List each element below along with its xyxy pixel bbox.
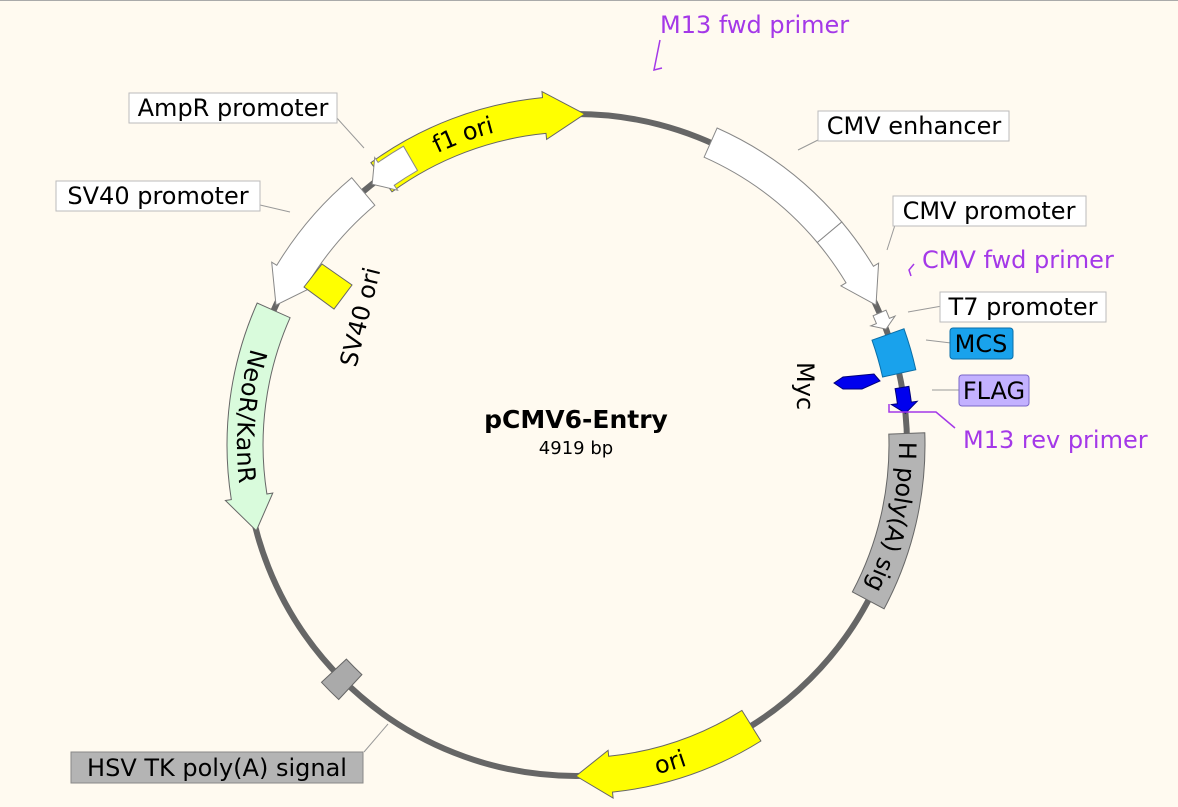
feature-cmv-enhancer[interactable] xyxy=(703,127,843,244)
hsv-tk-polya-box[interactable] xyxy=(70,751,364,784)
callout-ampr-promoter[interactable]: AmpR promoter xyxy=(128,92,365,149)
feature-ori[interactable]: ori xyxy=(575,709,762,800)
neor-kanr-arrow[interactable] xyxy=(224,302,291,532)
feature-flag[interactable] xyxy=(889,385,919,414)
callout-sv40-promoter[interactable]: SV40 promoter xyxy=(55,180,291,213)
feature-ampr-promoter[interactable] xyxy=(371,145,419,191)
m13-fwd-primer-label: M13 fwd primer xyxy=(660,11,849,39)
ampr-promoter-box[interactable] xyxy=(128,92,338,124)
m13-rev-primer-mark xyxy=(888,404,956,429)
svg-text:hGH poly(A) signal: hGH poly(A) signal xyxy=(0,0,921,596)
sv40-promoter-arrow[interactable] xyxy=(271,176,376,306)
cmv-enhancer-leader xyxy=(797,138,821,151)
cmv-promoter-label: CMV promoter xyxy=(903,197,1076,225)
cmv-promoter-box[interactable] xyxy=(892,195,1087,227)
primer-cmv-fwd[interactable]: CMV fwd primer xyxy=(908,246,1114,277)
myc-label: Myc xyxy=(791,362,819,410)
t7-promoter-box[interactable] xyxy=(939,291,1107,323)
hsv-tk-polya-leader xyxy=(363,723,389,753)
primer-m13-fwd[interactable]: M13 fwd primer xyxy=(653,11,849,72)
feature-mcs[interactable] xyxy=(871,328,917,378)
feature-cmv-promoter[interactable] xyxy=(816,221,880,306)
t7-promoter-arrow[interactable] xyxy=(869,309,897,330)
ampr-promoter-leader xyxy=(335,116,365,149)
cmv-fwd-primer-mark xyxy=(908,263,915,277)
feature-hgh-polya[interactable]: hGH poly(A) signal xyxy=(0,0,926,610)
callout-cmv-enhancer[interactable]: CMV enhancer xyxy=(797,110,1010,151)
myc-arrow[interactable] xyxy=(833,373,881,390)
mcs-label: MCS xyxy=(955,330,1008,358)
feature-hsv-tk-polya[interactable] xyxy=(320,658,363,701)
mcs-block[interactable] xyxy=(871,328,917,378)
ori-arrow[interactable] xyxy=(575,709,762,800)
m13-fwd-primer-mark xyxy=(653,39,663,72)
sv40-promoter-box[interactable] xyxy=(55,180,261,212)
hsv-tk-polya-block[interactable] xyxy=(320,658,363,701)
cmv-promoter-arrow[interactable] xyxy=(816,221,880,306)
feature-t7-promoter[interactable] xyxy=(869,309,897,330)
ampr-promoter-arrow[interactable] xyxy=(371,145,419,191)
plasmid-name: pCMV6-Entry xyxy=(484,405,668,434)
cmv-enhancer-segment[interactable] xyxy=(703,127,843,244)
m13-rev-primer-label: M13 rev primer xyxy=(963,426,1148,454)
flag-box[interactable] xyxy=(958,374,1030,407)
mcs-box[interactable] xyxy=(949,327,1014,360)
feature-neor-kanr[interactable]: NeoR/KanR xyxy=(224,302,291,532)
hgh-polya-label: hGH poly(A) signal xyxy=(0,0,921,596)
callout-t7-promoter[interactable]: T7 promoter xyxy=(907,291,1107,323)
ampr-promoter-label: AmpR promoter xyxy=(138,94,329,122)
f1-ori-arrow[interactable] xyxy=(370,90,586,193)
cmv-promoter-leader xyxy=(886,224,896,251)
flag-label: FLAG xyxy=(963,377,1025,405)
sv40-promoter-leader xyxy=(259,204,291,213)
mcs-leader xyxy=(925,339,952,344)
t7-promoter-label: T7 promoter xyxy=(948,293,1098,321)
callout-mcs[interactable]: MCS xyxy=(925,327,1014,360)
cmv-enhancer-label: CMV enhancer xyxy=(827,112,1002,140)
sv40-promoter-label: SV40 promoter xyxy=(67,182,248,210)
cmv-fwd-primer-label: CMV fwd primer xyxy=(922,246,1114,274)
feature-sv40-promoter[interactable] xyxy=(271,176,376,306)
feature-myc[interactable]: Myc xyxy=(791,362,881,410)
plasmid-size: 4919 bp xyxy=(539,438,613,459)
feature-sv40-ori[interactable]: SV40 ori xyxy=(303,263,386,369)
primer-m13-rev[interactable]: M13 rev primer xyxy=(888,404,1148,454)
callout-cmv-promoter[interactable]: CMV promoter xyxy=(886,195,1087,251)
flag-arrow[interactable] xyxy=(889,385,919,414)
callout-flag[interactable]: FLAG xyxy=(932,374,1030,407)
callout-hsv-tk-polya[interactable]: HSV TK poly(A) signal xyxy=(70,723,389,784)
cmv-enhancer-box[interactable] xyxy=(817,110,1010,142)
hgh-polya-block[interactable] xyxy=(851,432,926,610)
t7-promoter-leader xyxy=(907,305,943,313)
sv40-ori-block[interactable] xyxy=(303,263,353,310)
hsv-tk-polya-label: HSV TK poly(A) signal xyxy=(87,754,347,782)
